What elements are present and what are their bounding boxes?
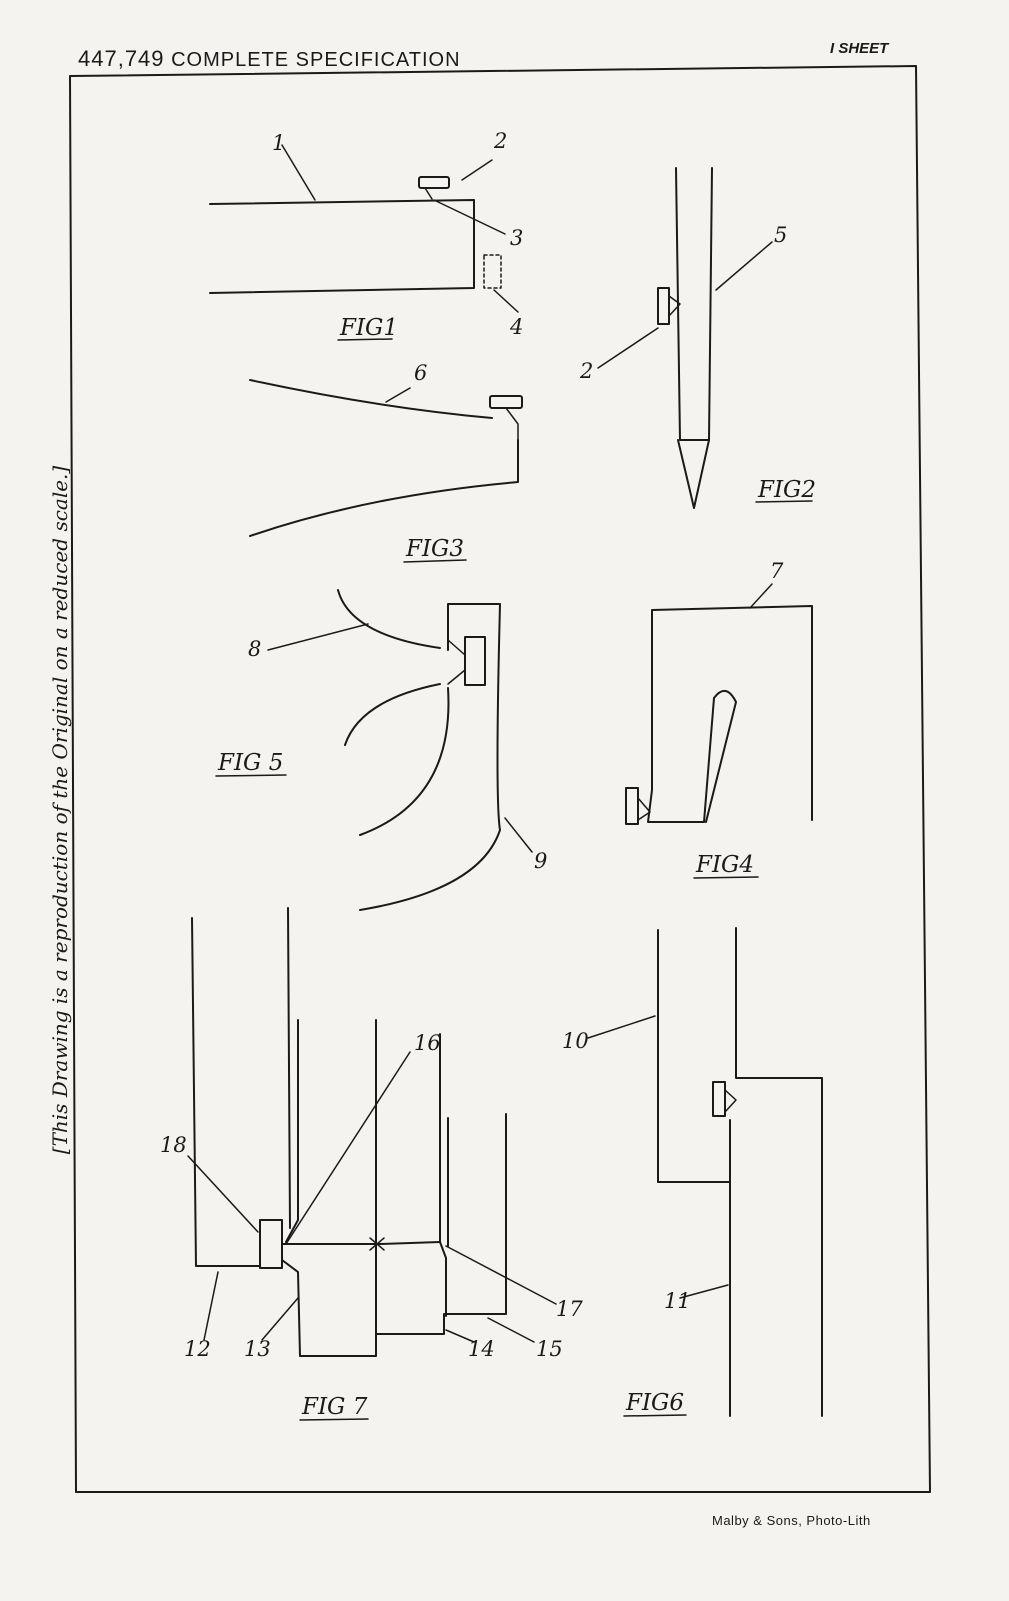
figure-5: 8 9 FIG 5: [215, 589, 547, 911]
figure-6: 10 11 FIG6: [562, 927, 823, 1417]
figure-4: 7 FIG4: [625, 559, 813, 879]
ref-15: 15: [536, 1337, 563, 1361]
figure-7: 16 18 12 13 14 15 17 FIG 7: [160, 907, 583, 1421]
ref-1: 1: [272, 131, 285, 155]
fig3-caption: FIG3: [405, 536, 464, 562]
printer-credit: Malby & Sons, Photo-Lith: [712, 1513, 871, 1528]
patent-header: 447,749 COMPLETE SPECIFICATION: [78, 46, 461, 72]
fig6-caption: FIG6: [625, 1390, 684, 1416]
ref-2: 2: [493, 129, 507, 153]
ref-5: 5: [774, 223, 787, 247]
fig5-caption: FIG 5: [217, 750, 283, 776]
ref-17: 17: [556, 1297, 583, 1321]
ref-12: 12: [184, 1337, 211, 1361]
drawing-border: [69, 65, 931, 1493]
figure-2: 5 2 FIG2: [579, 167, 816, 509]
specification-title: COMPLETE SPECIFICATION: [171, 49, 461, 71]
ref-4: 4: [509, 315, 523, 339]
figure-1: 1 2 3 4 FIG1: [209, 129, 523, 341]
fig4-caption: FIG4: [695, 852, 754, 878]
ref-13: 13: [244, 1337, 271, 1361]
ref-11: 11: [664, 1289, 691, 1313]
ref-9: 9: [534, 849, 547, 873]
fig1-caption: FIG1: [339, 315, 398, 341]
ref-16: 16: [414, 1031, 441, 1055]
fig2-caption: FIG2: [757, 477, 816, 503]
ref-7: 7: [770, 559, 784, 583]
fig7-caption: FIG 7: [301, 1394, 368, 1420]
patent-number: 447,749: [78, 46, 165, 71]
ref-8: 8: [248, 637, 261, 661]
ref-10: 10: [562, 1029, 589, 1053]
sheet-count: I SHEET: [830, 40, 889, 57]
ref-6: 6: [414, 361, 427, 385]
ref-14: 14: [468, 1337, 495, 1361]
ref-3: 3: [510, 226, 523, 250]
ref-2b: 2: [579, 359, 593, 383]
figure-3: 6 FIG3: [249, 361, 523, 563]
ref-18: 18: [160, 1133, 187, 1157]
